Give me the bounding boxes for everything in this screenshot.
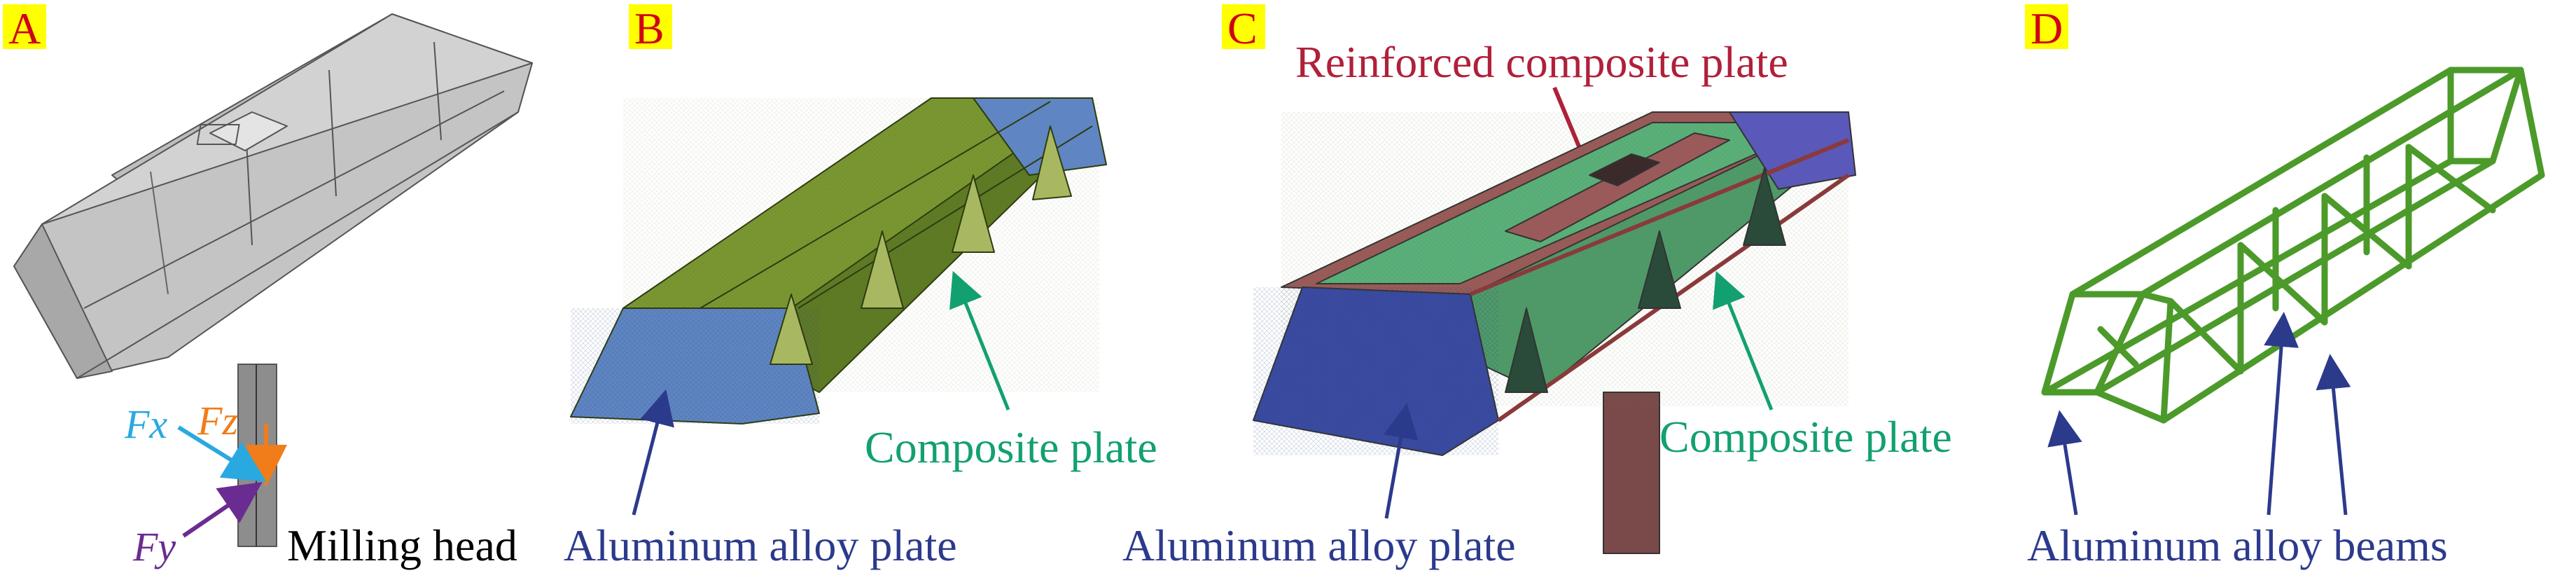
rib-c-2: [1638, 230, 1681, 309]
milling-head-label: Milling head: [287, 520, 517, 570]
aluminum-label-b: Aluminum alloy plate: [564, 520, 957, 570]
model-end-face: [13, 223, 113, 379]
wireframe-beams: [2041, 67, 2545, 424]
panel-b: B Composite plate Aluminum all: [564, 4, 1157, 570]
panel-c-letter: C: [1227, 4, 1258, 53]
beam-arrow-1: [2047, 410, 2082, 516]
composite-label-b: Composite plate: [865, 422, 1157, 472]
rib-c-1: [1505, 308, 1548, 393]
composite-arrow-c: [1713, 270, 1774, 410]
panel-d-letter: D: [2031, 4, 2063, 53]
rib-4: [1032, 125, 1072, 200]
rib-c-3: [1743, 167, 1786, 246]
aluminum-arrow-c: [1383, 403, 1419, 519]
green-box-model: [1253, 111, 1856, 554]
fx-arrow: [177, 425, 267, 482]
column-body: [237, 364, 277, 547]
aluminum-arrow-b: [632, 389, 674, 516]
panel-c-letter-bg: [1222, 4, 1265, 49]
beam-arrow-3: [2316, 354, 2351, 516]
reinforced-label: Reinforced composite plate: [1295, 37, 1788, 87]
olive-box-model: [570, 97, 1107, 424]
panel-d-letter-bg: [2025, 4, 2068, 49]
aluminum-label-c: Aluminum alloy plate: [1122, 520, 1516, 570]
panel-a: A Fz Fx F: [3, 4, 533, 570]
aluminum-beams-label: Aluminum alloy beams: [2027, 520, 2448, 570]
composite-label-c: Composite plate: [1659, 412, 1952, 462]
panel-c: C Reinforced composite plate: [1122, 4, 1952, 570]
gray-model: [13, 13, 533, 547]
panel-a-letter-bg: [3, 4, 46, 49]
fx-label: Fx: [124, 401, 167, 447]
panel-b-letter-bg: [629, 4, 672, 49]
panel-b-letter: B: [634, 4, 664, 53]
panel-a-letter: A: [8, 4, 41, 53]
fy-arrow: [182, 482, 263, 538]
blue-end-plate-right: [973, 97, 1107, 176]
center-hole: [1589, 153, 1660, 186]
column-c: [1603, 392, 1660, 554]
fz-label: Fz: [197, 398, 238, 443]
rib-3: [952, 174, 995, 253]
rib-2: [861, 230, 904, 309]
blue-end-plate-c-right: [1729, 111, 1856, 190]
beam-arrow-2: [2264, 312, 2299, 516]
rib-1: [770, 294, 813, 365]
fy-label: Fy: [132, 524, 176, 569]
panel-d: D: [2025, 4, 2545, 570]
composite-arrow-b: [949, 270, 1010, 410]
